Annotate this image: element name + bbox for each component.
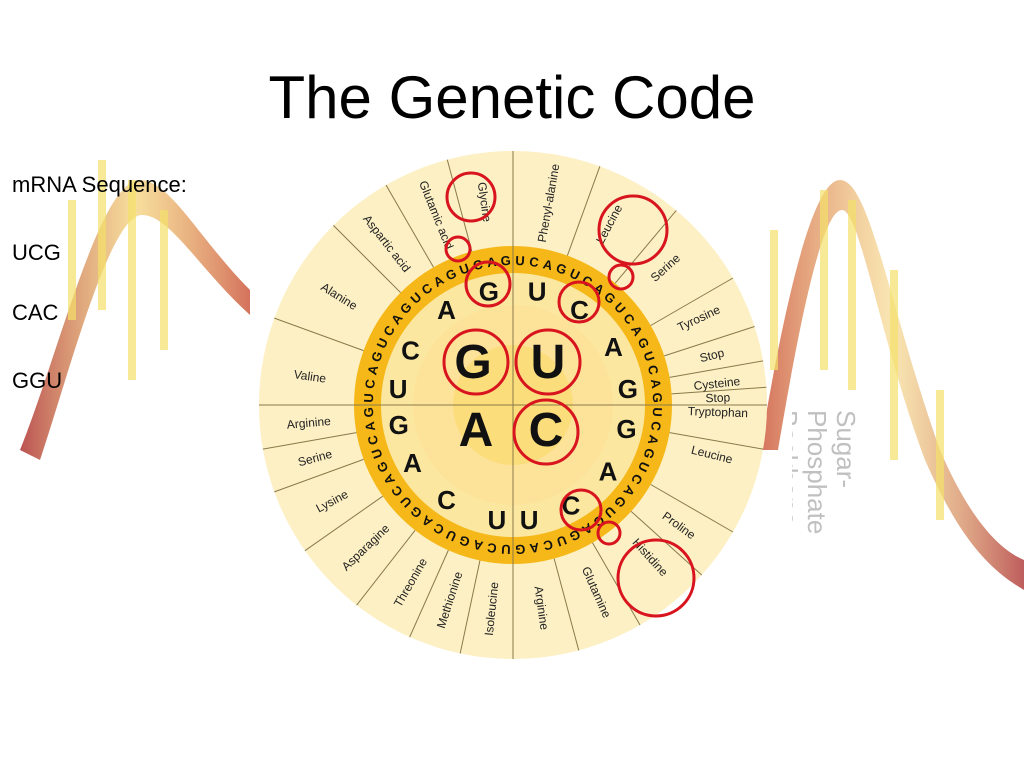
backbone-label-line: Phosphate (802, 410, 832, 534)
amino-acid-label: Valine (293, 367, 327, 385)
amino-acid-label: Arginine (532, 585, 552, 631)
third-base-letter: C (541, 537, 554, 554)
wheel-sector-divider (333, 225, 401, 293)
mrna-sequence-label: mRNA Sequence: (12, 172, 187, 197)
wheel-sector-divider (409, 550, 449, 638)
second-base-letter: U (528, 277, 547, 307)
wheel-sector-divider (356, 529, 416, 606)
second-base-letter: G (618, 374, 638, 404)
wheel-sector-divider (669, 360, 764, 378)
second-base-letter: C (437, 485, 456, 515)
third-base-letter: A (471, 537, 484, 554)
second-base-letter: U (487, 505, 506, 535)
amino-acid-label: Stop (705, 390, 730, 405)
second-base-letter: G (479, 277, 499, 307)
third-base-letter: G (457, 532, 472, 550)
third-base-letter: A (362, 420, 378, 432)
second-base-letter: A (604, 332, 623, 362)
wheel-sector-divider (650, 277, 734, 326)
second-base-letter: G (616, 414, 636, 444)
third-base-letter: A (645, 434, 662, 447)
highlight-circle (557, 280, 601, 324)
highlight-circle (445, 171, 497, 223)
highlight-circle (444, 235, 472, 263)
second-base-letter: A (437, 295, 456, 325)
codon-item: GGU (12, 368, 63, 393)
first-base-letter: A (459, 404, 494, 457)
first-base-letter: C (529, 404, 564, 457)
wheel-sector-divider (385, 184, 434, 268)
third-base-letter: G (368, 349, 386, 364)
wheel-sector-divider (592, 542, 641, 626)
wheel-sector-divider (304, 495, 384, 552)
first-base-letter: G (454, 336, 491, 389)
wheel-sector-divider (459, 560, 481, 654)
wheel-sector-divider (274, 458, 364, 493)
second-base-letter: C (562, 490, 581, 520)
wheel-sector-divider (664, 326, 755, 357)
wheel-sector-divider (650, 484, 734, 533)
highlight-circle (512, 398, 580, 466)
third-base-letter: C (364, 433, 381, 446)
highlight-circle (597, 194, 669, 266)
amino-acid-label: Tryptophan (688, 404, 749, 420)
third-base-letter: A (542, 256, 555, 273)
second-base-letter: U (520, 505, 539, 535)
third-base-letter: C (486, 540, 498, 556)
highlight-circle (559, 488, 603, 532)
amino-acid-label: Stop (698, 346, 726, 366)
amino-acid-label: Arginine (286, 414, 331, 432)
third-base-letter: A (648, 378, 664, 390)
third-base-letter: U (515, 253, 525, 268)
third-base-letter: G (554, 260, 569, 278)
wheel-sector-divider (274, 317, 364, 352)
wheel-sector-divider (566, 166, 601, 256)
second-base-letter: A (403, 448, 422, 478)
backbone-label-line: Backbone (792, 410, 803, 526)
highlight-circle (464, 260, 512, 308)
third-base-letter: U (361, 393, 376, 403)
second-base-letter: G (389, 410, 409, 440)
second-base-letter: C (401, 336, 420, 366)
wheel-sector-divider (669, 432, 764, 450)
highlight-circle (607, 263, 635, 291)
highlight-circle (596, 520, 622, 546)
third-base-letter: U (501, 542, 511, 557)
wheel-sector-divider (262, 432, 357, 450)
third-base-letter: G (515, 542, 526, 557)
codon-item: CAC (12, 300, 59, 325)
sugar-phosphate-backbone-label: Sugar- Phosphate Backbone (792, 410, 861, 534)
third-base-letter: C (362, 378, 378, 390)
amino-acid-label: Isoleucine (482, 581, 502, 637)
third-base-letter: C (528, 254, 540, 270)
amino-acid-label: Cysteine (693, 374, 741, 393)
third-base-letter: U (650, 407, 665, 417)
wheel-sector-divider (671, 386, 767, 395)
third-base-letter: G (650, 392, 665, 403)
second-base-letter: U (389, 374, 408, 404)
wheel-sector-divider (446, 159, 473, 252)
slide-title: The Genetic Code (268, 64, 756, 131)
backbone-label-line: Sugar- (831, 410, 861, 488)
third-base-letter: G (640, 446, 658, 461)
third-base-letter: G (361, 407, 376, 418)
highlight-circle (514, 328, 582, 396)
codon-item: UCG (12, 240, 61, 265)
highlight-circle (442, 328, 510, 396)
dna-backbone-left-decoration (20, 160, 250, 460)
second-base-letter: A (599, 457, 618, 487)
third-base-letter: G (500, 253, 511, 268)
dna-backbone-right-decoration (760, 180, 1024, 590)
wheel-sector-divider (553, 558, 580, 651)
third-base-letter: C (645, 363, 662, 376)
third-base-letter: C (648, 420, 664, 432)
second-base-letter: C (570, 295, 589, 325)
third-base-letter: A (364, 363, 381, 376)
first-base-letter: U (531, 336, 566, 389)
third-base-letter: A (528, 540, 540, 556)
highlight-circle (616, 538, 696, 618)
